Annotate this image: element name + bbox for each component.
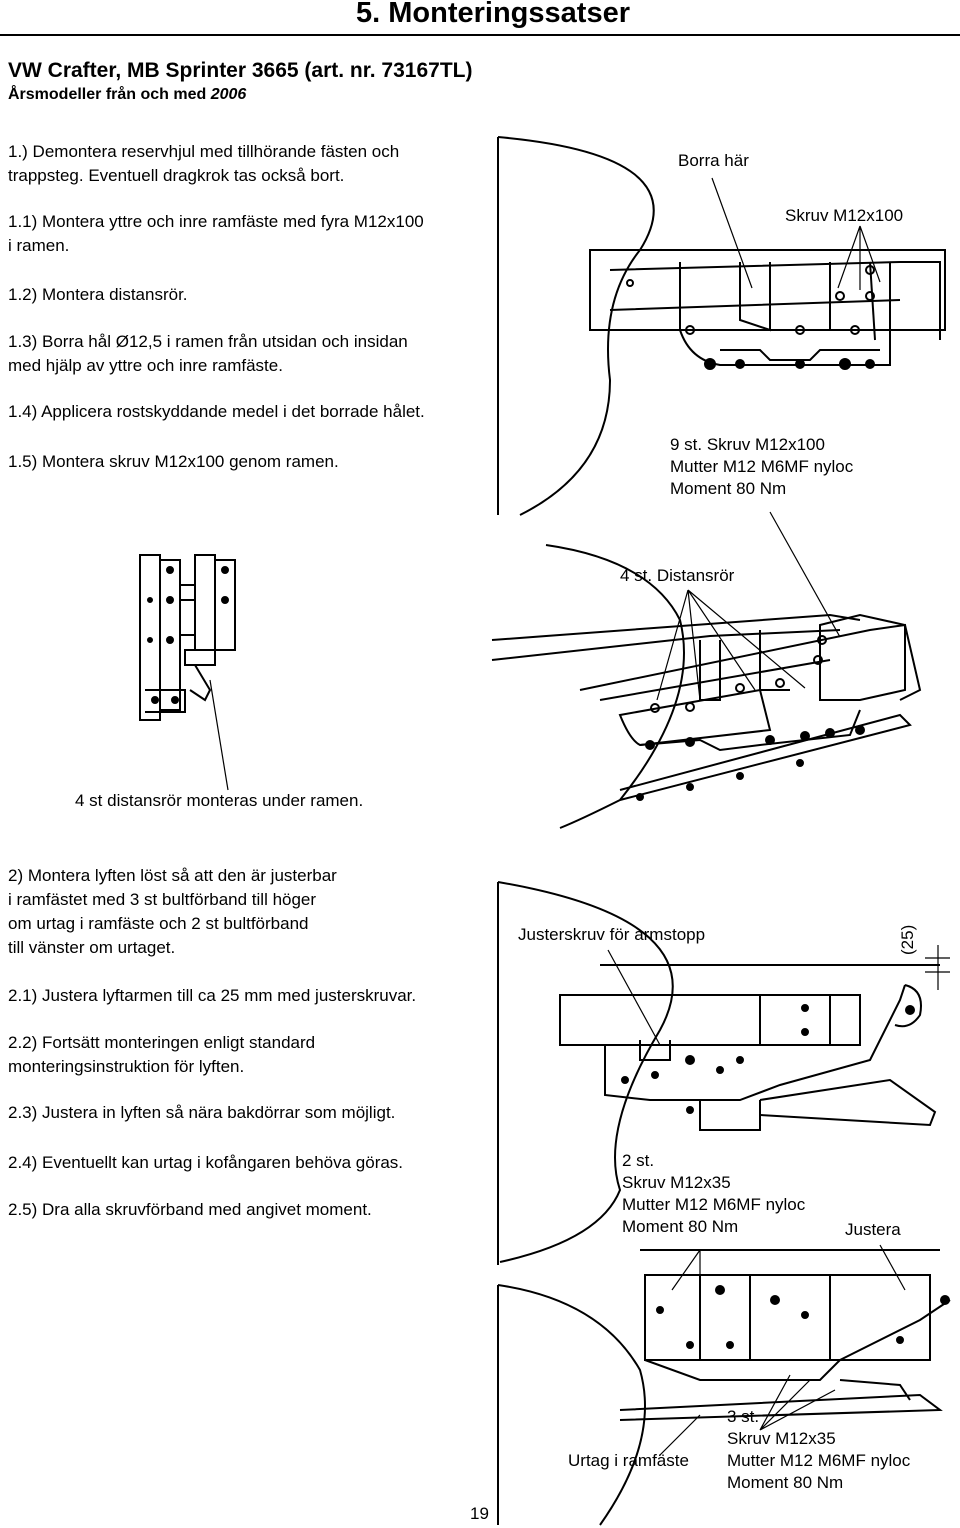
left-bolt-spec-line-1: 2 st.: [622, 1151, 655, 1170]
left-bolt-spec-label: 2 st. Skruv M12x35 Mutter M12 M6MF nyloc…: [622, 1150, 805, 1238]
figure-3-drawing: [497, 881, 950, 1265]
screw-m12x100-label: Skruv M12x100: [785, 206, 904, 225]
drill-here-label: Borra här: [678, 151, 749, 170]
left-bolt-spec-line-4: Moment 80 Nm: [622, 1217, 739, 1236]
step-2-1: 2.1) Justera lyftarmen till ca 25 mm med…: [8, 984, 416, 1008]
adjust-screw-label: Justerskruv för armstopp: [518, 925, 706, 944]
spacer-label: 4 st. Distansrör: [620, 566, 735, 585]
notch-label: Urtag i ramfäste: [568, 1451, 689, 1470]
step-1-1-line-1: 1.1) Montera yttre och inre ramfäste med…: [8, 212, 424, 231]
dimension-25-label: (25): [898, 924, 917, 955]
vehicle-title: VW Crafter, MB Sprinter 3665 (art. nr. 7…: [8, 59, 473, 82]
right-bolt-spec-line-4: Moment 80 Nm: [727, 1473, 844, 1492]
step-1-line-2: trappsteg. Eventuell dragkrok tas också …: [8, 166, 345, 185]
bolt-spec-label: 9 st. Skruv M12x100 Mutter M12 M6MF nylo…: [670, 434, 853, 500]
step-2-1-line-1: 2.1) Justera lyftarmen till ca 25 mm med…: [8, 986, 417, 1005]
figure-4-drawing: [497, 1244, 951, 1526]
step-1-2-line-1: 1.2) Montera distansrör.: [8, 285, 188, 304]
step-2-4-line-1: 2.4) Eventuellt kan urtag i kofångaren b…: [8, 1153, 404, 1172]
step-2-line-1: 2) Montera lyften löst så att den är jus…: [8, 866, 337, 885]
step-1-4-line-1: 1.4) Applicera rostskyddande medel i det…: [8, 402, 425, 421]
step-1-4: 1.4) Applicera rostskyddande medel i det…: [8, 400, 425, 424]
adjust-label: Justera: [845, 1220, 901, 1239]
step-2-line-4: till vänster om urtaget.: [8, 938, 176, 957]
step-2-2-line-1: 2.2) Fortsätt monteringen enligt standar…: [8, 1033, 316, 1052]
step-2-line-2: i ramfästet med 3 st bultförband till hö…: [8, 890, 317, 909]
step-2-3: 2.3) Justera in lyften så nära bakdörrar…: [8, 1101, 395, 1125]
figure-2-side-drawing: [139, 554, 236, 791]
right-bolt-spec-label: 3 st. Skruv M12x35 Mutter M12 M6MF nyloc…: [727, 1406, 910, 1494]
step-1-1-line-2: i ramen.: [8, 236, 70, 255]
model-years: Årsmodeller från och med 2006: [8, 86, 246, 104]
section-title: 5. Monteringssatser: [356, 0, 630, 29]
bolt-spec-line-3: Moment 80 Nm: [670, 479, 787, 498]
step-1-5-line-1: 1.5) Montera skruv M12x100 genom ramen.: [8, 452, 339, 471]
model-years-value: 2006: [210, 86, 247, 103]
step-2-5: 2.5) Dra alla skruvförband med angivet m…: [8, 1198, 372, 1222]
header-rule: [0, 34, 960, 36]
right-bolt-spec-line-2: Skruv M12x35: [727, 1429, 836, 1448]
step-1-line-1: 1.) Demontera reservhjul med tillhörande…: [8, 142, 400, 161]
left-bolt-spec-line-3: Mutter M12 M6MF nyloc: [622, 1195, 806, 1214]
step-2: 2) Montera lyften löst så att den är jus…: [8, 864, 337, 960]
right-bolt-spec-line-3: Mutter M12 M6MF nyloc: [727, 1451, 911, 1470]
left-bolt-spec-line-2: Skruv M12x35: [622, 1173, 731, 1192]
step-2-3-line-1: 2.3) Justera in lyften så nära bakdörrar…: [8, 1103, 396, 1122]
step-2-line-3: om urtag i ramfäste och 2 st bultförband: [8, 914, 309, 933]
step-1-3-line-2: med hjälp av yttre och inre ramfäste.: [8, 356, 283, 375]
step-1-1: 1.1) Montera yttre och inre ramfäste med…: [8, 210, 424, 258]
spacer-caption: 4 st distansrör monteras under ramen.: [75, 791, 364, 810]
step-2-5-line-1: 2.5) Dra alla skruvförband med angivet m…: [8, 1200, 372, 1219]
step-2-2-line-2: monteringsinstruktion för lyften.: [8, 1057, 245, 1076]
step-1-3-line-1: 1.3) Borra hål Ø12,5 i ramen från utsida…: [8, 332, 408, 351]
figure-2-perspective-drawing: [491, 511, 922, 829]
step-1-5: 1.5) Montera skruv M12x100 genom ramen.: [8, 450, 339, 474]
step-1: 1.) Demontera reservhjul med tillhörande…: [8, 140, 399, 188]
bolt-spec-line-1: 9 st. Skruv M12x100: [670, 435, 825, 454]
step-1-3: 1.3) Borra hål Ø12,5 i ramen från utsida…: [8, 330, 408, 378]
step-1-2: 1.2) Montera distansrör.: [8, 283, 188, 307]
figure-1-drawing: [497, 136, 946, 516]
bolt-spec-line-2: Mutter M12 M6MF nyloc: [670, 457, 854, 476]
page-number: 19: [470, 1504, 489, 1523]
step-2-4: 2.4) Eventuellt kan urtag i kofångaren b…: [8, 1151, 403, 1175]
model-years-prefix: Årsmodeller från och med: [8, 86, 211, 103]
step-2-2: 2.2) Fortsätt monteringen enligt standar…: [8, 1031, 315, 1079]
right-bolt-spec-line-1: 3 st.: [727, 1407, 760, 1426]
